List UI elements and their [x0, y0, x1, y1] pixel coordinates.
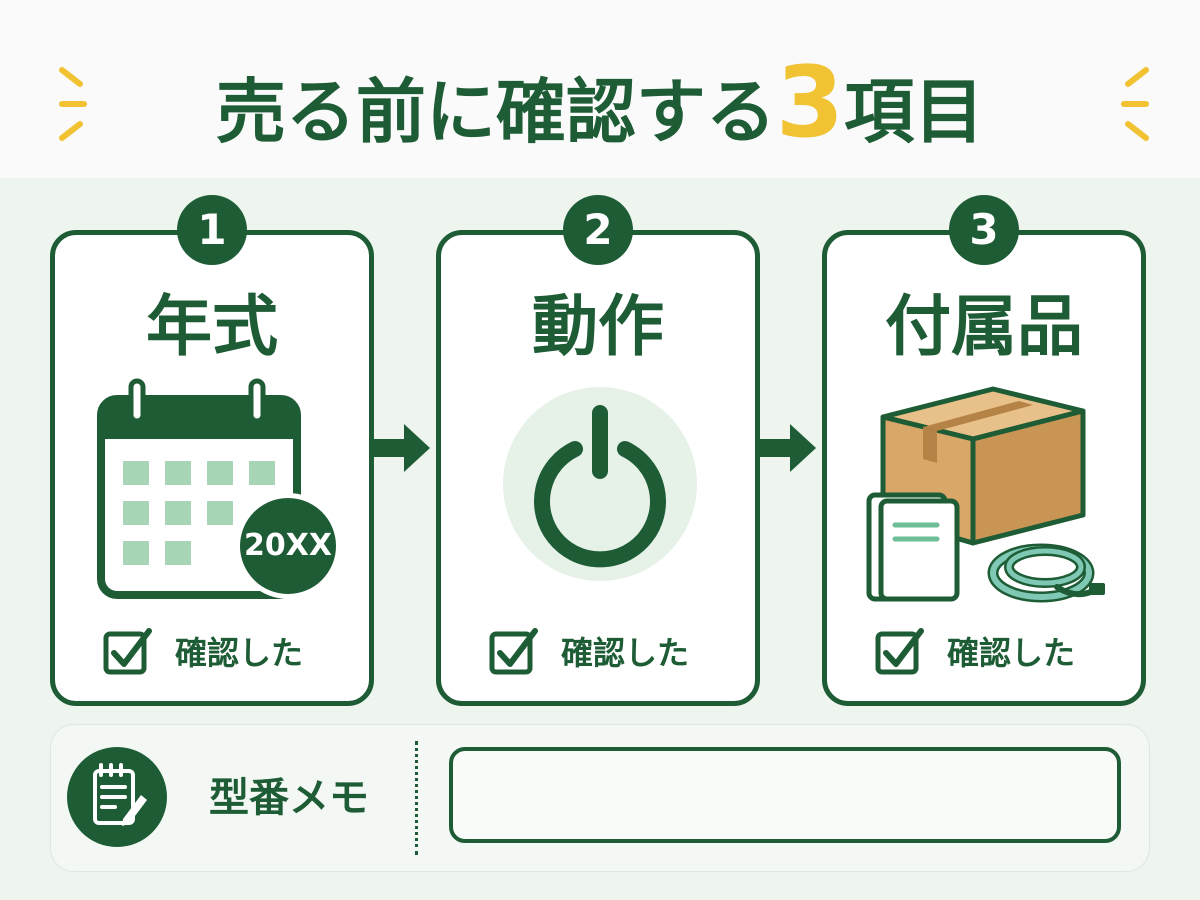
model-number-input[interactable]	[449, 747, 1121, 843]
card-accessories: 3 付属品 確認した	[822, 195, 1146, 706]
card-title-year: 年式	[146, 288, 278, 365]
checkbox-operation[interactable]	[489, 625, 541, 677]
memo-divider	[415, 741, 418, 855]
checkmark-icon	[103, 628, 152, 675]
checkmark-icon	[489, 628, 538, 675]
step-badge-2: 2	[563, 195, 633, 265]
check-row-operation[interactable]: 確認した	[489, 625, 689, 677]
check-row-year[interactable]: 確認した	[103, 625, 303, 677]
card-title-operation: 動作	[532, 288, 664, 365]
checkbox-accessories[interactable]	[875, 625, 927, 677]
check-row-accessories[interactable]: 確認した	[875, 625, 1075, 677]
header-band	[0, 0, 1200, 178]
step-badge-1: 1	[177, 195, 247, 265]
check-label-year: 確認した	[175, 634, 304, 672]
card-operation: 2 動作 確認した	[436, 195, 760, 706]
step-badge-3: 3	[949, 195, 1019, 265]
title-number: 3	[775, 46, 845, 160]
power-icon	[503, 387, 697, 581]
checkmark-icon	[875, 628, 924, 675]
box-manual-cable-icon	[866, 386, 1105, 603]
checkbox-year[interactable]	[103, 625, 155, 677]
year-badge: 20XX	[235, 493, 341, 599]
arrow-right-icon	[372, 424, 430, 472]
sparkle-right-icon	[1121, 67, 1149, 141]
card-year: 1 年式 20XX 確認した	[50, 195, 374, 706]
check-label-accessories: 確認した	[947, 634, 1076, 672]
memo-label: 型番メモ	[209, 775, 369, 821]
check-label-operation: 確認した	[561, 634, 690, 672]
title-suffix: 項目	[844, 71, 985, 153]
page-title: 売る前に確認する3項目	[0, 48, 1200, 158]
sparkle-left-icon	[59, 67, 87, 141]
arrow-right-icon	[758, 424, 816, 472]
notepad-pencil-icon	[67, 747, 167, 847]
title-prefix: 売る前に確認する	[215, 71, 776, 153]
model-memo-panel: 型番メモ	[50, 724, 1150, 872]
card-title-accessories: 付属品	[885, 288, 1083, 365]
